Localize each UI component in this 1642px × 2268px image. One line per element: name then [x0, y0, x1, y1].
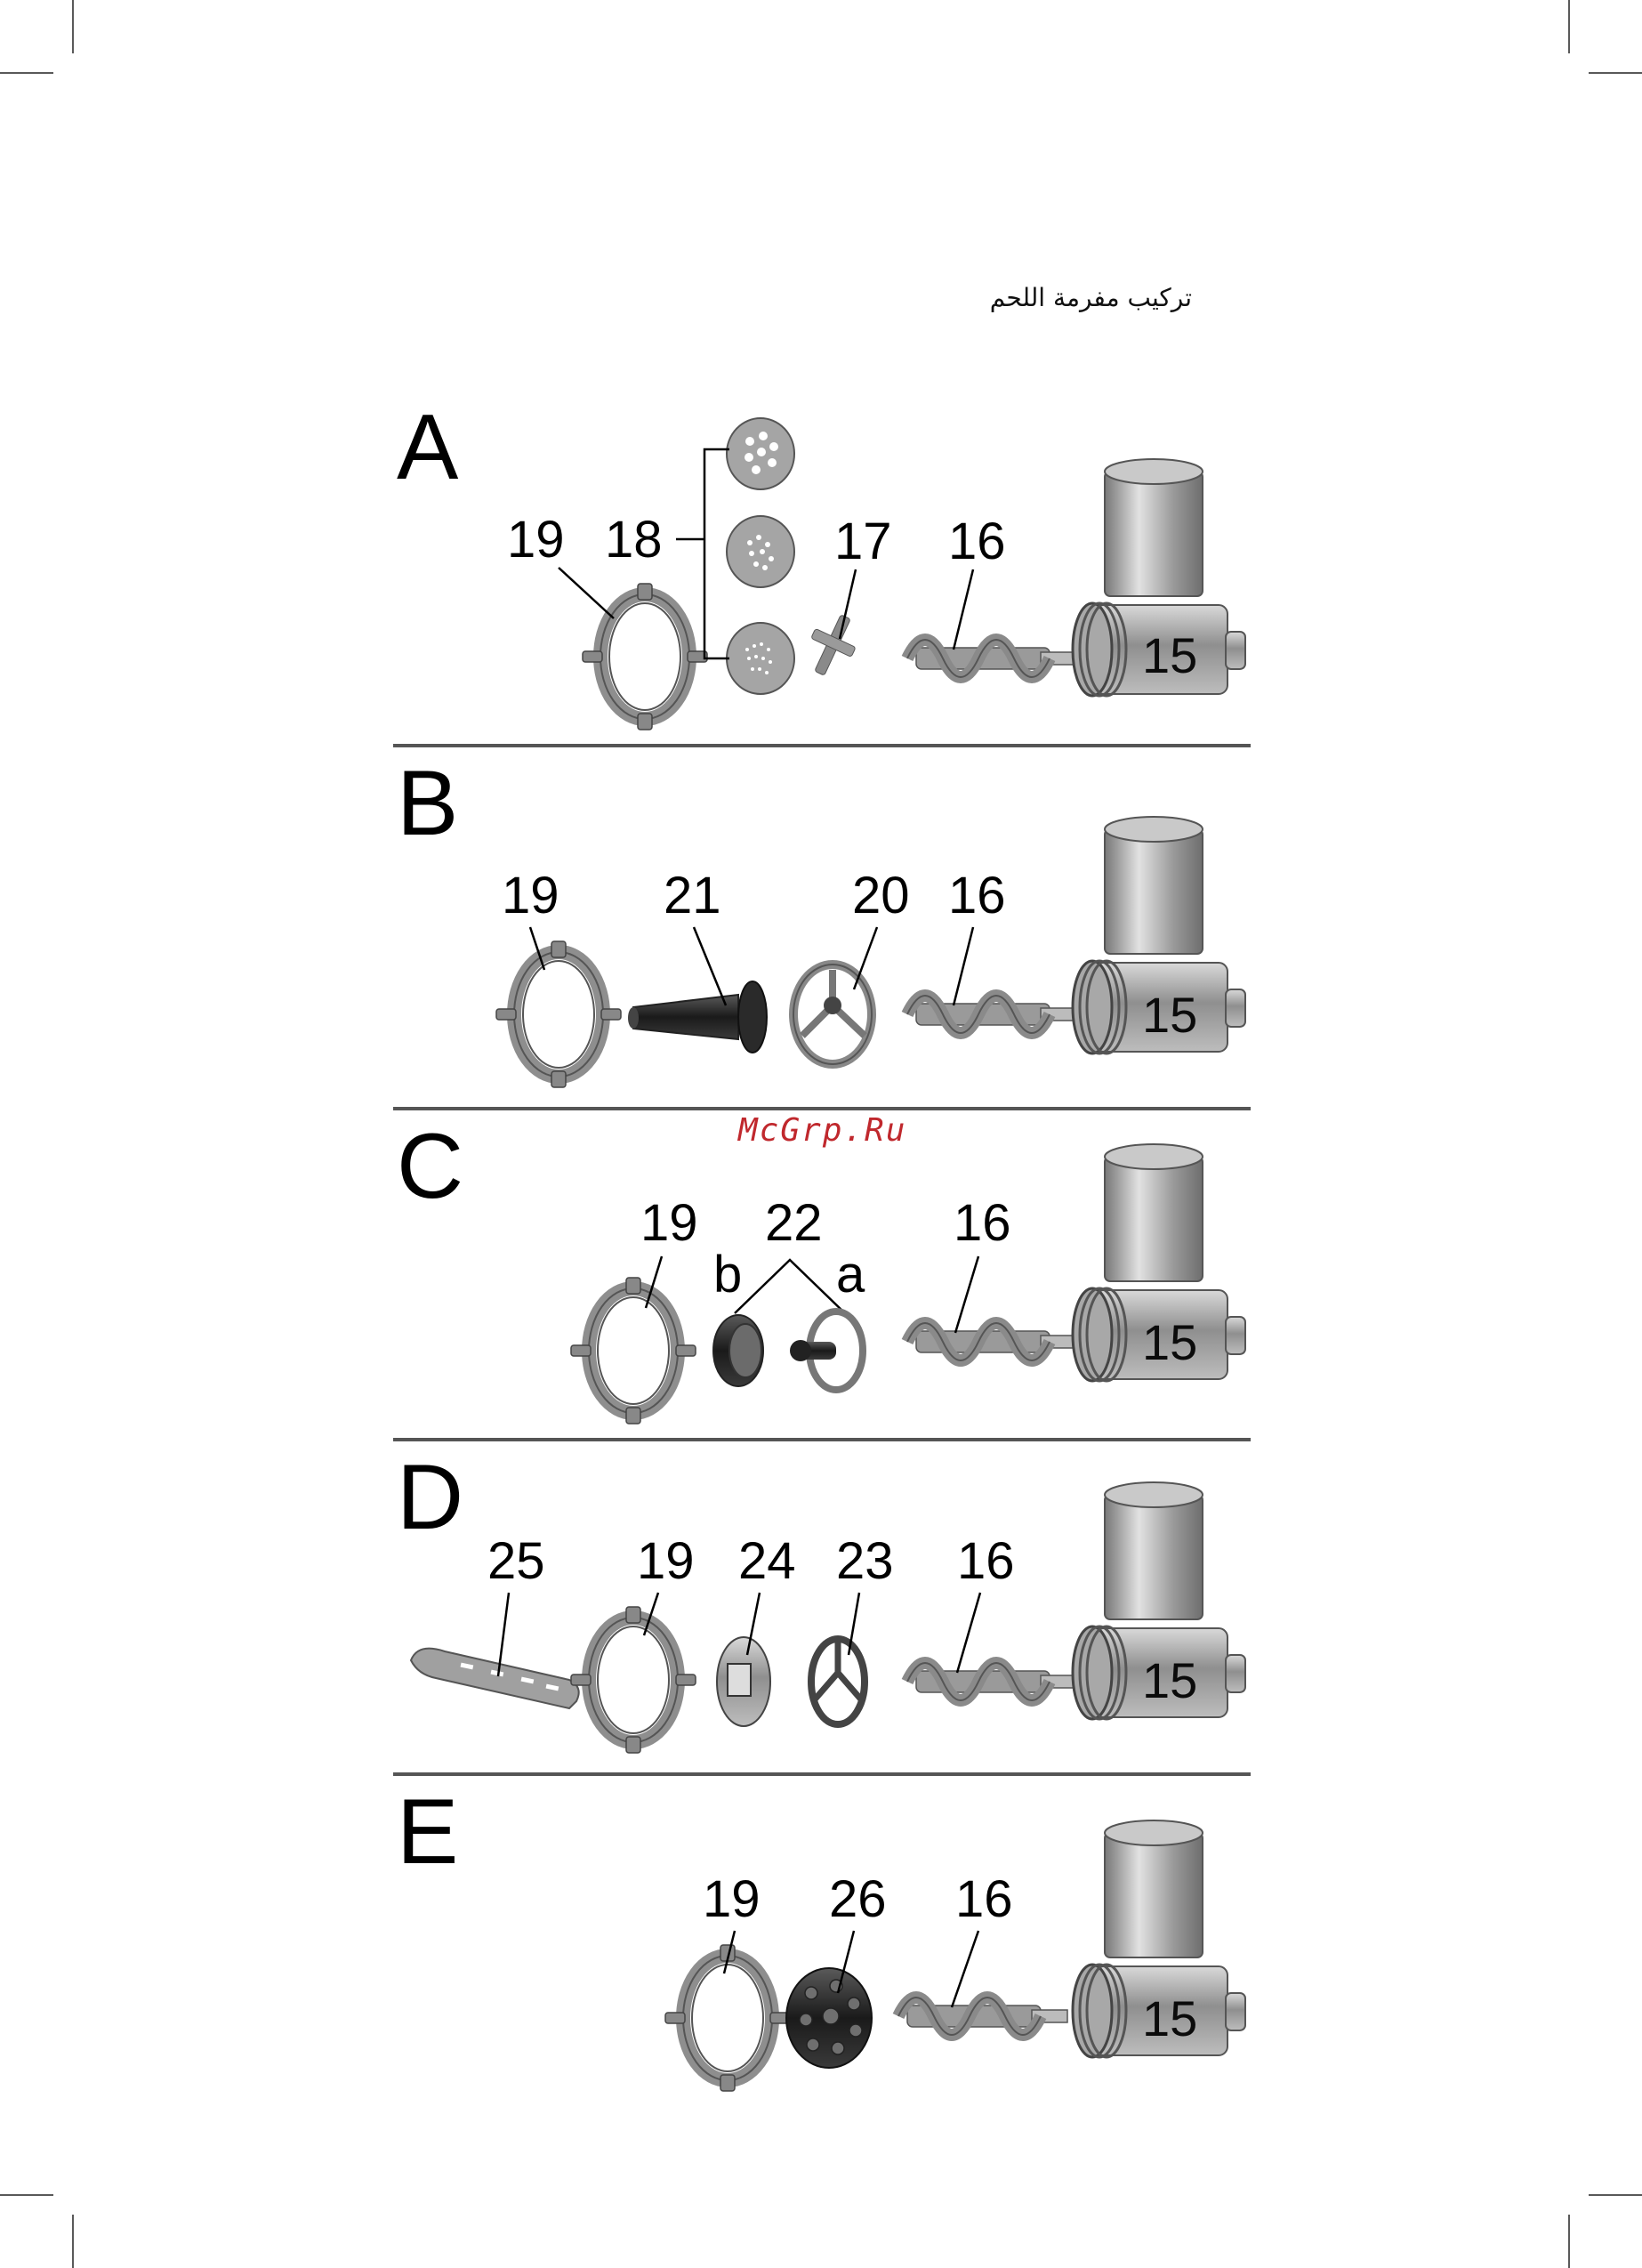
label-part-a: a	[836, 1246, 865, 1303]
cookie-holder	[811, 1639, 865, 1724]
label-housing: 15	[1142, 627, 1197, 683]
label-housing: 15	[1142, 987, 1197, 1043]
label-ring: 19	[640, 1194, 698, 1252]
panel-letter: E	[397, 1780, 458, 1884]
label-screw: 16	[948, 513, 1006, 570]
cookie-die	[717, 1637, 770, 1726]
label-cookie-plate: 25	[487, 1532, 545, 1590]
label-blade: 17	[834, 513, 892, 570]
panel-letter: D	[397, 1446, 463, 1549]
feed-screw	[907, 1323, 1076, 1360]
retaining-ring	[571, 1278, 696, 1424]
feed-screw	[898, 1998, 1067, 2035]
grating-plate	[786, 1968, 872, 2068]
label-housing: 15	[1142, 1990, 1197, 2046]
sausage-nozzle	[628, 981, 767, 1053]
label-sausage-nozzle: 21	[664, 867, 721, 924]
label-disks: 18	[605, 511, 663, 569]
label-housing: 15	[1142, 1314, 1197, 1370]
feed-screw	[907, 996, 1076, 1033]
spacer-disk	[793, 965, 872, 1064]
cookie-plate	[411, 1649, 579, 1708]
label-ring: 19	[502, 867, 559, 924]
label-screw: 16	[954, 1194, 1011, 1252]
retaining-ring	[496, 941, 621, 1087]
label-grating-plate: 26	[829, 1870, 887, 1928]
panel-e: E 19 26 16 15	[397, 1780, 1245, 2091]
kebbe-cone-b	[713, 1315, 763, 1386]
label-ring: 19	[703, 1870, 761, 1928]
kebbe-cone-a	[790, 1312, 863, 1390]
label-cookie-holder: 23	[836, 1532, 894, 1590]
label-part-b: b	[713, 1246, 742, 1303]
label-spacer: 20	[852, 867, 910, 924]
label-screw: 16	[957, 1532, 1015, 1590]
retaining-ring	[665, 1945, 790, 2091]
label-kebbe-attachment: 22	[765, 1194, 823, 1252]
feed-screw	[907, 1663, 1076, 1700]
label-screw: 16	[948, 867, 1006, 924]
panel-d: D 25 19 24 23 16	[397, 1446, 1245, 1753]
label-ring: 19	[637, 1532, 695, 1590]
panel-b: B 19 21 20 16	[397, 752, 1245, 1087]
label-ring: 19	[507, 511, 565, 569]
label-housing: 15	[1142, 1652, 1197, 1708]
cutting-blade	[811, 615, 856, 676]
panel-a: A 19 18 17 16	[397, 396, 1245, 730]
perforated-disks	[727, 418, 794, 694]
label-cookie-die: 24	[738, 1532, 796, 1590]
panel-letter: B	[397, 752, 458, 855]
panel-letter: C	[397, 1115, 463, 1218]
label-screw: 16	[955, 1870, 1013, 1928]
feed-screw	[907, 640, 1076, 677]
panel-letter: A	[397, 396, 459, 499]
panel-c: C 19 22 b a 16 15	[397, 1115, 1245, 1424]
retaining-ring	[571, 1607, 696, 1753]
